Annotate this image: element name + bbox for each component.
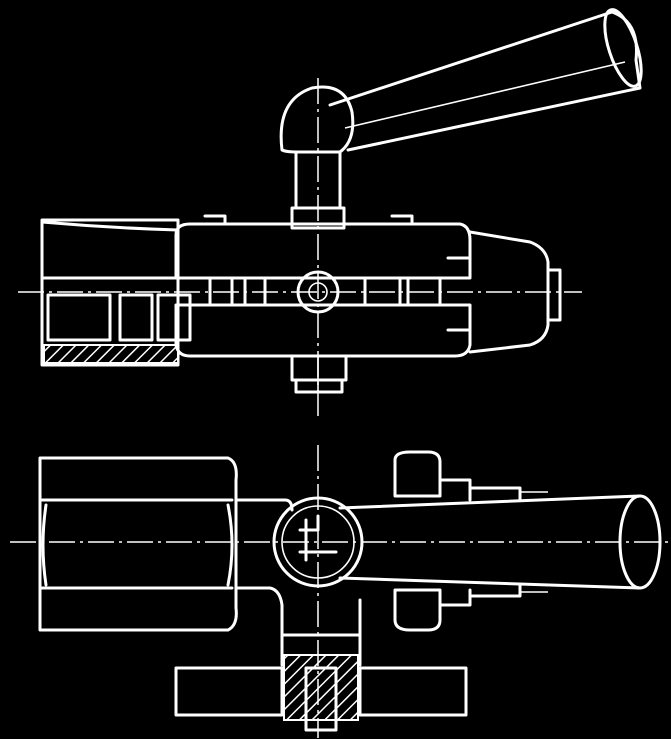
valve-stem [290,150,346,230]
left-nut [40,218,192,367]
handle-lever [328,8,643,152]
bottom-nut-top-view [290,354,348,394]
side-view [10,445,668,738]
right-connector [446,230,562,354]
left-hex-nut-side [38,456,238,632]
valve-body-side [234,450,472,667]
top-view [18,8,643,418]
bottom-fitting-side [174,654,468,732]
valve-body-top [174,214,472,358]
handle-ball [279,85,355,154]
seal-ring-hatch [43,344,179,364]
